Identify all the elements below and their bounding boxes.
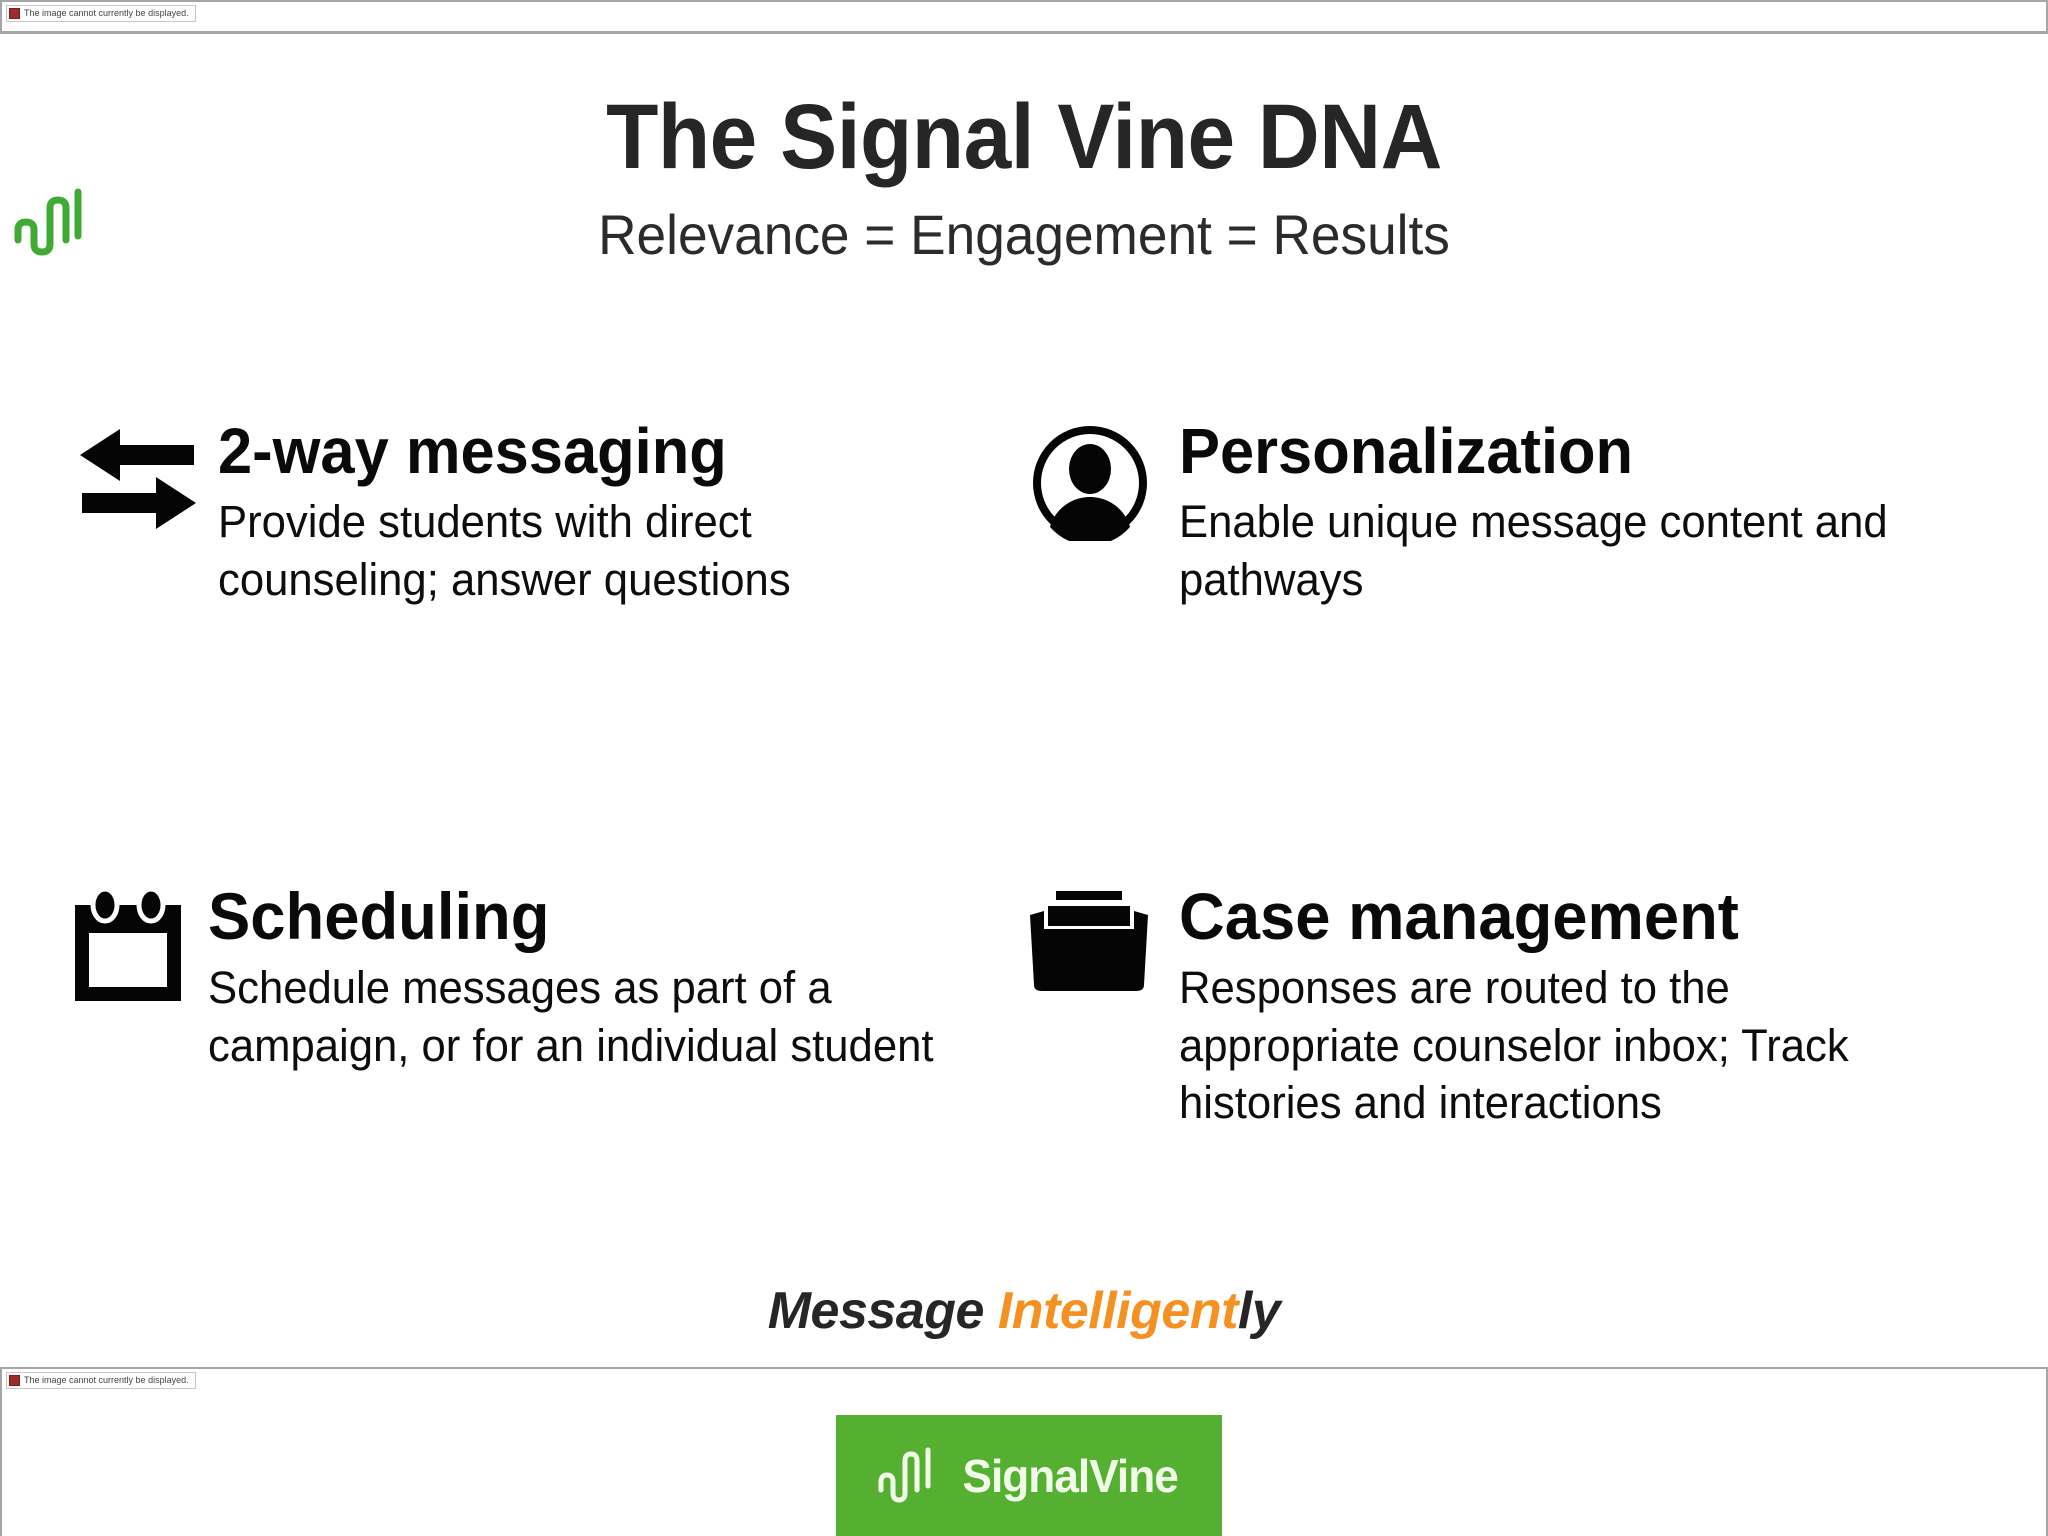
signal-wave-icon	[876, 1442, 942, 1509]
feature-description: Schedule messages as part of a campaign,…	[208, 962, 934, 1071]
signalvine-wordmark: SignalVine	[962, 1449, 1178, 1502]
tagline-accent: Intelligent	[997, 1282, 1239, 1340]
broken-image-chip: The image cannot currently be displayed.	[6, 1372, 196, 1389]
feature-case-management: Case management Responses are routed to …	[1000, 883, 2048, 1132]
feature-title: 2-way messaging	[218, 415, 727, 487]
feature-text: 2-way messaging Provide students with di…	[218, 419, 1000, 608]
page-title: The Signal Vine DNA	[606, 86, 1442, 188]
tagline-trail: ly	[1237, 1282, 1281, 1340]
broken-image-message: The image cannot currently be displayed.	[24, 1375, 189, 1385]
feature-text: Case management Responses are routed to …	[1179, 883, 2048, 1132]
broken-image-icon	[9, 1375, 20, 1386]
tagline-lead: Message	[767, 1282, 998, 1340]
feature-row-2: Scheduling Schedule messages as part of …	[0, 883, 2048, 1132]
feature-text: Personalization Enable unique message co…	[1179, 419, 2048, 608]
signalvine-logo-banner: SignalVine	[836, 1415, 1222, 1536]
title-block: The Signal Vine DNA Relevance = Engageme…	[0, 89, 2048, 265]
tagline: Message Intelligently	[0, 1281, 2048, 1341]
feature-grid: 2-way messaging Provide students with di…	[0, 419, 2048, 1132]
feature-description: Provide students with direct counseling;…	[218, 496, 791, 605]
feature-title: Case management	[1179, 879, 1739, 954]
feature-description: Enable unique message content and pathwa…	[1179, 496, 1888, 605]
feature-two-way-messaging: 2-way messaging Provide students with di…	[0, 419, 1000, 608]
slide-canvas: The Signal Vine DNA Relevance = Engageme…	[0, 34, 2048, 1367]
feature-scheduling: Scheduling Schedule messages as part of …	[0, 883, 1000, 1132]
signal-wave-icon	[12, 182, 92, 257]
feature-title: Personalization	[1179, 415, 1634, 487]
broken-image-placeholder-top: The image cannot currently be displayed.	[0, 0, 2048, 34]
feature-row-1: 2-way messaging Provide students with di…	[0, 419, 2048, 608]
broken-image-message: The image cannot currently be displayed.	[24, 8, 189, 18]
two-way-arrows-icon	[58, 419, 218, 555]
feature-title: Scheduling	[208, 879, 550, 954]
broken-image-chip: The image cannot currently be displayed.	[6, 5, 196, 22]
person-circle-icon	[1001, 419, 1179, 555]
page-subtitle: Relevance = Engagement = Results	[598, 202, 1450, 266]
broken-image-icon	[9, 8, 20, 19]
feature-text: Scheduling Schedule messages as part of …	[208, 883, 1000, 1074]
folder-icon	[1001, 883, 1179, 1019]
calendar-icon	[48, 883, 208, 1019]
feature-description: Responses are routed to the appropriate …	[1179, 962, 1849, 1129]
feature-personalization: Personalization Enable unique message co…	[1000, 419, 2048, 608]
